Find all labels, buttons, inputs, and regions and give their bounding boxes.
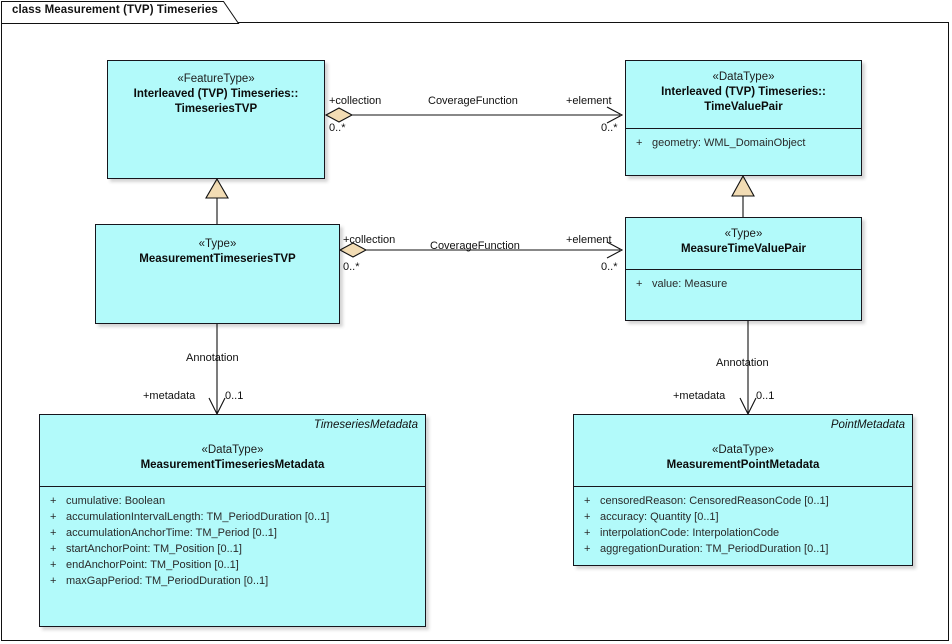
- label-annotation-left-source-role: +metadata: [143, 390, 196, 402]
- attribute-row: + maxGapPeriod: TM_PeriodDuration [0..1]: [40, 573, 425, 589]
- attribute-row: + accumulationIntervalLength: TM_PeriodD…: [40, 509, 425, 525]
- class-header: PointMetadata «DataType» MeasurementPoin…: [574, 415, 912, 487]
- attribute-visibility: +: [584, 543, 591, 555]
- attribute-visibility: +: [584, 511, 591, 523]
- label-coverage-top-target-role: +element: [566, 95, 612, 107]
- label-coverage-bottom-source-role: +collection: [343, 234, 396, 246]
- attribute-text: accumulationIntervalLength: TM_PeriodDur…: [66, 511, 330, 523]
- attribute-visibility: +: [584, 527, 591, 539]
- class-stereotype: «DataType»: [712, 71, 775, 83]
- attribute-visibility: +: [50, 575, 57, 587]
- attribute-text: interpolationCode: InterpolationCode: [600, 527, 780, 539]
- attribute-visibility: +: [636, 137, 643, 149]
- attribute-visibility: +: [50, 527, 57, 539]
- class-header: «Type» MeasureTimeValuePair: [626, 218, 861, 270]
- tab-shape-icon: [1, 1, 240, 24]
- attribute-row: + accumulationAnchorTime: TM_Period [0..…: [40, 525, 425, 541]
- attribute-visibility: +: [50, 543, 57, 555]
- class-name-line1: MeasurementPointMetadata: [666, 459, 820, 471]
- attribute-text: accuracy: Quantity [0..1]: [600, 511, 719, 523]
- attribute-row: + geometry: WML_DomainObject: [626, 135, 861, 151]
- attribute-row: + interpolationCode: InterpolationCode: [574, 525, 912, 541]
- attribute-visibility: +: [584, 495, 591, 507]
- attribute-row: + accuracy: Quantity [0..1]: [574, 509, 912, 525]
- class-header: «Type» MeasurementTimeseriesTVP: [96, 225, 339, 325]
- attribute-text: maxGapPeriod: TM_PeriodDuration [0..1]: [66, 575, 269, 587]
- class-measure-time-value-pair[interactable]: «Type» MeasureTimeValuePair + value: Mea…: [625, 217, 862, 321]
- label-annotation-right-source-role: +metadata: [673, 390, 726, 402]
- label-annotation-right-target-mult: 0..1: [756, 390, 775, 402]
- class-stereotype: «Type»: [724, 228, 763, 240]
- class-attributes: + censoredReason: CensoredReasonCode [0.…: [574, 487, 912, 557]
- class-attributes: + value: Measure: [626, 270, 861, 292]
- label-coverage-bottom-target-mult: 0..*: [601, 261, 618, 273]
- class-role-tag: TimeseriesMetadata: [313, 419, 418, 431]
- attribute-visibility: +: [50, 559, 57, 571]
- attribute-text: censoredReason: CensoredReasonCode [0..1…: [600, 495, 829, 507]
- attribute-text: accumulationAnchorTime: TM_Period [0..1]: [66, 527, 277, 539]
- label-coverage-bottom-name: CoverageFunction: [430, 240, 520, 252]
- attribute-visibility: +: [636, 278, 643, 290]
- class-measurement-timeseries-metadata[interactable]: TimeseriesMetadata «DataType» Measuremen…: [39, 414, 426, 627]
- attribute-row: + value: Measure: [626, 276, 861, 292]
- label-coverage-top-target-mult: 0..*: [601, 122, 618, 134]
- class-time-value-pair[interactable]: «DataType» Interleaved (TVP) Timeseries:…: [625, 60, 862, 176]
- class-timeseries-tvp[interactable]: «FeatureType» Interleaved (TVP) Timeseri…: [107, 60, 325, 179]
- attribute-text: endAnchorPoint: TM_Position [0..1]: [66, 559, 239, 571]
- attribute-row: + startAnchorPoint: TM_Position [0..1]: [40, 541, 425, 557]
- class-stereotype: «DataType»: [201, 444, 264, 456]
- attribute-text: geometry: WML_DomainObject: [652, 137, 806, 149]
- attribute-row: + cumulative: Boolean: [40, 493, 425, 509]
- class-role-tag: PointMetadata: [830, 419, 905, 431]
- class-name-line2: TimeValuePair: [704, 101, 783, 113]
- attribute-row: + endAnchorPoint: TM_Position [0..1]: [40, 557, 425, 573]
- attribute-visibility: +: [50, 511, 57, 523]
- class-stereotype: «Type»: [198, 238, 237, 250]
- attribute-row: + censoredReason: CensoredReasonCode [0.…: [574, 493, 912, 509]
- label-annotation-left-name: Annotation: [186, 352, 239, 364]
- class-stereotype: «DataType»: [711, 444, 774, 456]
- page-title: class Measurement (TVP) Timeseries: [12, 4, 218, 16]
- attribute-text: startAnchorPoint: TM_Position [0..1]: [66, 543, 242, 555]
- class-header: «DataType» Interleaved (TVP) Timeseries:…: [626, 61, 861, 129]
- attribute-text: aggregationDuration: TM_PeriodDuration […: [600, 543, 829, 555]
- label-annotation-right-name: Annotation: [716, 357, 769, 369]
- attribute-row: + aggregationDuration: TM_PeriodDuration…: [574, 541, 912, 557]
- class-stereotype: «FeatureType»: [177, 73, 255, 85]
- attribute-text: value: Measure: [652, 278, 728, 290]
- label-coverage-top-source-mult: 0..*: [329, 122, 346, 134]
- label-coverage-top-name: CoverageFunction: [428, 95, 518, 107]
- class-attributes: + geometry: WML_DomainObject: [626, 129, 861, 151]
- class-name-line1: MeasurementTimeseriesMetadata: [140, 459, 325, 471]
- label-annotation-left-target-mult: 0..1: [225, 390, 244, 402]
- label-coverage-bottom-target-role: +element: [566, 234, 612, 246]
- class-name-line1: Interleaved (TVP) Timeseries::: [661, 86, 826, 98]
- class-name-line2: TimeseriesTVP: [174, 103, 258, 115]
- class-header: «FeatureType» Interleaved (TVP) Timeseri…: [108, 61, 324, 180]
- class-name-line1: MeasurementTimeseriesTVP: [139, 253, 296, 265]
- attribute-visibility: +: [50, 495, 57, 507]
- class-measurement-timeseries-tvp[interactable]: «Type» MeasurementTimeseriesTVP: [95, 224, 340, 324]
- label-coverage-top-source-role: +collection: [329, 95, 382, 107]
- attribute-text: cumulative: Boolean: [66, 495, 166, 507]
- class-name-line1: MeasureTimeValuePair: [680, 243, 807, 255]
- class-attributes: + cumulative: Boolean + accumulationInte…: [40, 487, 425, 589]
- class-measurement-point-metadata[interactable]: PointMetadata «DataType» MeasurementPoin…: [573, 414, 913, 566]
- class-header: TimeseriesMetadata «DataType» Measuremen…: [40, 415, 425, 487]
- class-name-line1: Interleaved (TVP) Timeseries::: [133, 88, 299, 100]
- label-coverage-bottom-source-mult: 0..*: [343, 261, 360, 273]
